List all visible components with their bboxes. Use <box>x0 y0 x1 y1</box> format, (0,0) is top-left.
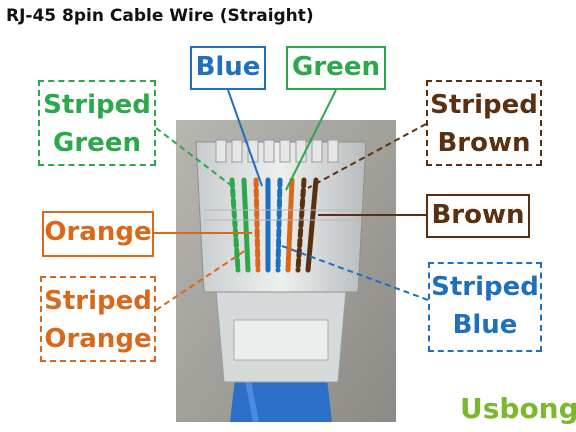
label-striped-orange: Striped Orange <box>40 276 156 362</box>
label-striped-brown: Striped Brown <box>426 80 542 166</box>
label-striped-green-line1: Striped <box>43 90 151 120</box>
label-blue: Blue <box>190 46 266 90</box>
label-striped-green-line2: Green <box>53 128 141 158</box>
label-striped-brown-line1: Striped <box>430 90 538 120</box>
label-striped-blue-line2: Blue <box>452 310 518 340</box>
brand-name: Usbong <box>460 392 576 425</box>
label-striped-brown-line2: Brown <box>437 128 531 158</box>
label-striped-blue-line1: Striped <box>431 272 539 302</box>
label-orange: Orange <box>42 211 154 257</box>
page-title: RJ-45 8pin Cable Wire (Straight) <box>6 6 314 26</box>
label-brown: Brown <box>426 194 530 238</box>
label-striped-green: Striped Green <box>38 80 156 166</box>
label-striped-orange-line1: Striped <box>44 286 152 316</box>
label-green: Green <box>286 46 386 90</box>
brand-logo: Usbong™ <box>460 392 576 425</box>
label-striped-blue: Striped Blue <box>428 262 542 352</box>
rj45-connector-photo <box>176 120 396 422</box>
label-striped-orange-line2: Orange <box>44 324 152 354</box>
